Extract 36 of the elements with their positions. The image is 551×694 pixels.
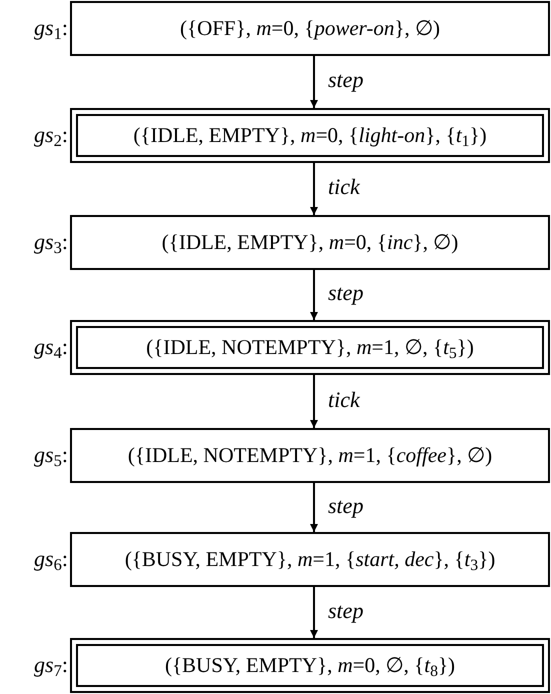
state-box [70,532,550,587]
edge-label: step [328,282,364,304]
arrow [310,270,318,320]
outer-state-frame [70,108,550,163]
state-name: gs$_{1}$: [34,16,68,38]
arrow [310,163,318,215]
edge-label: step [328,69,364,91]
edge-label: step [328,600,364,622]
arrow [310,56,318,108]
state-name: gs$_{6}$: [34,548,68,570]
arrow [310,483,318,532]
state-text: ({IDLE, EMPTY}, m=0, {light-on}, {t$_{1}$}) [133,125,487,146]
state-name: gs$_{4}$: [34,336,68,358]
state-box [70,215,550,270]
state-box [76,114,544,157]
arrow [310,587,318,638]
state-text: ({OFF}, m=0, {power-on}, ∅) [180,18,440,39]
state-box [70,1,550,56]
state-text: ({IDLE, EMPTY}, m=0, {inc}, ∅) [162,232,458,253]
state-box [76,326,544,369]
state-text: ({BUSY, EMPTY}, m=0, ∅, {t$_{8}$}) [164,655,456,676]
state-box [70,428,550,483]
state-name: gs$_{3}$: [34,230,68,252]
state-text: ({IDLE, NOTEMPTY}, m=1, {coffee}, ∅) [128,445,492,466]
arrow [310,375,318,428]
edge-label: step [328,494,364,516]
edge-label: tick [328,176,360,198]
state-box [76,644,544,687]
outer-state-frame [70,320,550,375]
state-name: gs$_{2}$: [34,124,68,146]
state-text: ({IDLE, NOTEMPTY}, m=1, ∅, {t$_{5}$}) [146,337,474,358]
outer-state-frame [70,638,550,693]
edge-label: tick [328,388,360,410]
state-name: gs$_{7}$: [34,654,68,676]
state-name: gs$_{5}$: [34,444,68,466]
state-text: ({BUSY, EMPTY}, m=1, {start, dec}, {t$_{3}$}) [124,549,496,570]
